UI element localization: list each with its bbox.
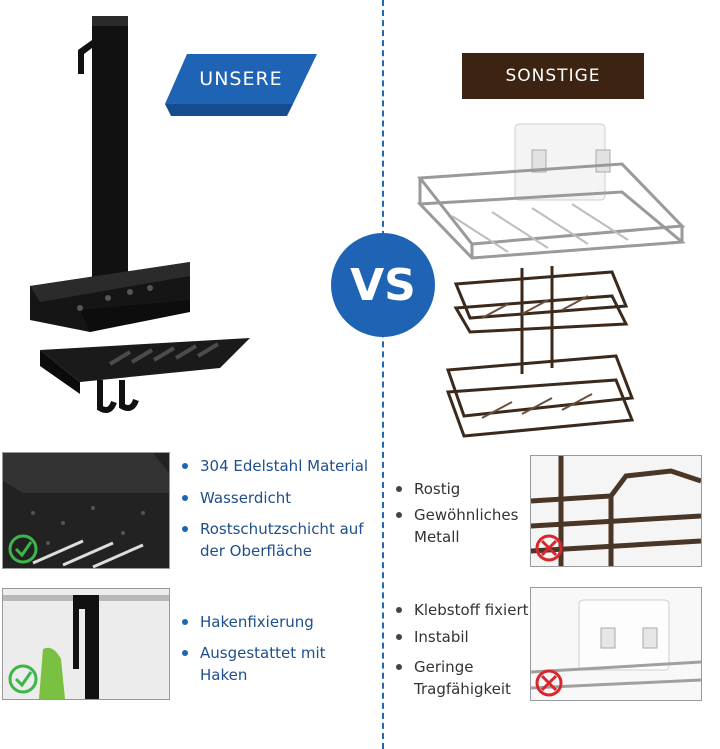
bullet-icon: [396, 634, 402, 640]
others-label: SONSTIGE: [505, 66, 601, 86]
ours-label-badge: UNSERE: [165, 54, 317, 116]
vs-label: VS: [350, 259, 416, 311]
other-feature-item: Klebstoff fixiert: [396, 599, 531, 621]
black-shower-caddy-image: [30, 16, 250, 413]
bullet-icon: [396, 512, 402, 518]
rusty-rack-photo: [530, 455, 702, 567]
bullet-icon: [396, 486, 402, 492]
bullet-icon: [396, 664, 402, 670]
ours-feature-item: Rostschutzschicht auf der Oberfläche: [182, 518, 377, 562]
other-feature-item: Instabil: [396, 626, 526, 648]
others-label-badge: SONSTIGE: [462, 53, 644, 99]
bullet-icon: [182, 619, 188, 625]
ours-feature-item: Wasserdicht: [182, 487, 377, 509]
bullet-icon: [182, 495, 188, 501]
hook-fixing-photo: [2, 588, 170, 700]
ours-label: UNSERE: [199, 68, 283, 90]
bullet-icon: [182, 463, 188, 469]
bullet-icon: [182, 650, 188, 656]
center-divider: [382, 0, 384, 749]
other-feature-item: Geringe Tragfähigkeit: [396, 656, 526, 700]
ours-feature-item: Ausgestattet mit Haken: [182, 642, 357, 686]
other-racks-image: [416, 123, 686, 438]
adhesive-rack-photo: [530, 587, 702, 701]
vs-circle: VS: [331, 233, 435, 337]
other-feature-item: Rostig: [396, 478, 526, 500]
bullet-icon: [396, 607, 402, 613]
ours-feature-item: 304 Edelstahl Material: [182, 455, 377, 477]
other-feature-item: Gewöhnliches Metall: [396, 504, 526, 548]
ours-feature-item: Hakenfixierung: [182, 611, 377, 633]
bullet-icon: [182, 526, 188, 532]
steel-texture-photo: [2, 452, 170, 569]
